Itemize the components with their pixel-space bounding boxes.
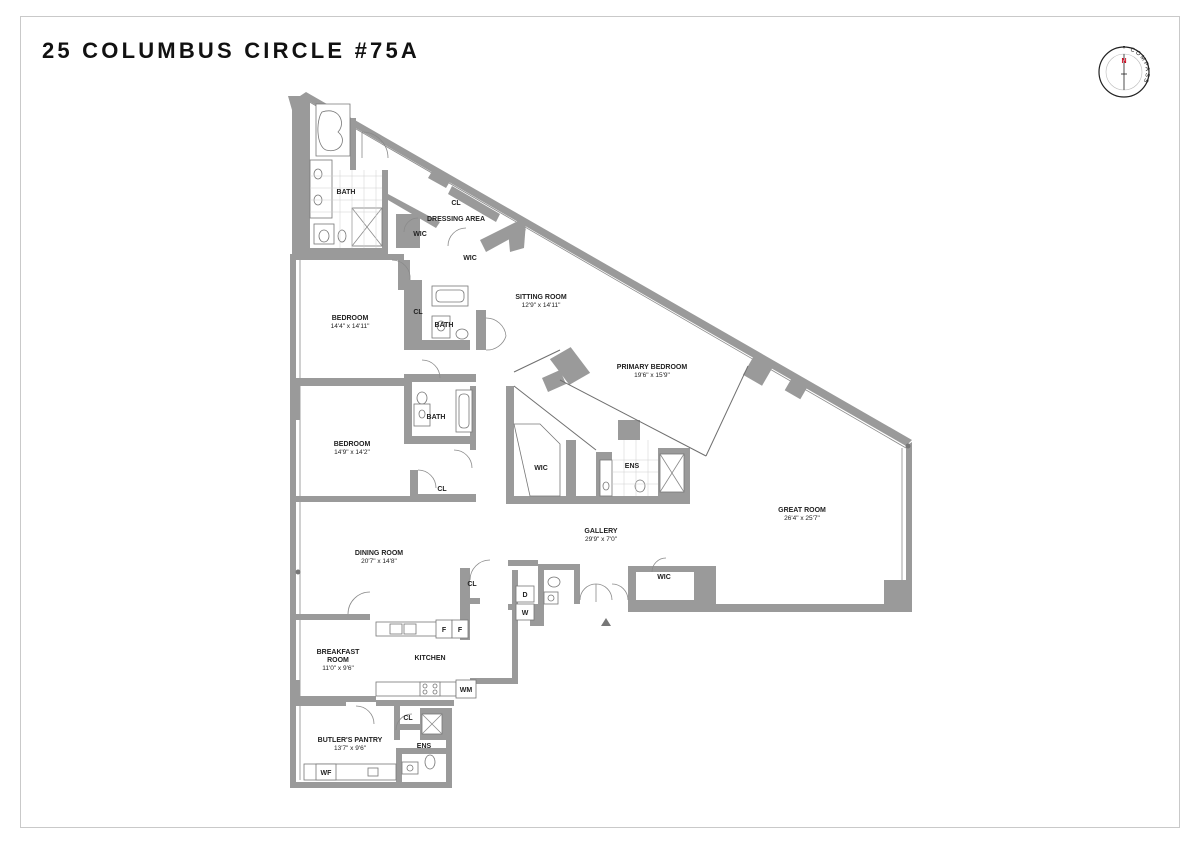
label-sitting-room: SITTING ROOM xyxy=(515,294,567,301)
dims-butlers-pantry: 13'7" x 9'6" xyxy=(334,745,367,752)
label-bedroom-1: BEDROOM xyxy=(332,315,369,322)
label-cl-pantry: CL xyxy=(403,715,413,722)
label-bath-bedroom-1: BATH xyxy=(435,322,454,329)
listing-title: 25 COLUMBUS CIRCLE #75A xyxy=(42,38,420,63)
label-wic-primary: WIC xyxy=(534,465,548,472)
label-cl-bedroom-1: CL xyxy=(413,309,423,316)
label-wic-dressing-2: WIC xyxy=(463,255,477,262)
label-dryer: D xyxy=(522,592,527,599)
label-wall-microwave: WM xyxy=(460,687,473,694)
label-bedroom-2: BEDROOM xyxy=(334,441,371,448)
dims-bedroom-2: 14'9" x 14'2" xyxy=(334,449,370,456)
dims-breakfast-room: 11'0" x 9'6" xyxy=(322,665,354,672)
label-bath-bedroom-2: BATH xyxy=(427,414,446,421)
label-butlers-pantry: BUTLER'S PANTRY xyxy=(318,737,383,744)
label-wine-fridge: WF xyxy=(321,770,333,777)
label-dining-room: DINING ROOM xyxy=(355,550,403,557)
dims-gallery: 29'9" x 7'0" xyxy=(585,536,618,543)
label-cl-bedroom-2: CL xyxy=(437,486,447,493)
label-breakfast-room-line1: BREAKFAST xyxy=(317,649,361,656)
label-wic-gallery: WIC xyxy=(657,574,671,581)
label-kitchen: KITCHEN xyxy=(414,655,445,662)
label-ens-primary: ENS xyxy=(625,463,640,470)
plan-frame xyxy=(20,16,1180,828)
dims-bedroom-1: 14'4" x 14'11" xyxy=(331,323,370,330)
label-breakfast-room-line2: ROOM xyxy=(327,657,349,664)
interior-walls xyxy=(296,96,749,782)
label-ens-pantry: ENS xyxy=(417,743,432,750)
label-dressing-area: DRESSING AREA xyxy=(427,216,485,223)
label-great-room: GREAT ROOM xyxy=(778,507,826,514)
exterior-walls xyxy=(288,92,912,788)
compass-north-label: N xyxy=(1121,58,1126,65)
room-labels: BATH DRESSING AREA CL WIC WIC BEDROOM 14… xyxy=(317,189,826,777)
label-fridge-1: F xyxy=(442,627,447,634)
label-fridge-2: F xyxy=(458,627,463,634)
fixtures xyxy=(295,103,911,781)
compass-icon: N COMPASS xyxy=(1098,46,1150,98)
dims-sitting-room: 12'9" x 14'11" xyxy=(522,302,561,309)
label-wic-dressing-1: WIC xyxy=(413,231,427,238)
label-cl-dressing: CL xyxy=(451,200,461,207)
label-cl-gallery: CL xyxy=(467,581,477,588)
dims-primary-bedroom: 19'6" x 15'9" xyxy=(634,372,670,379)
label-gallery: GALLERY xyxy=(584,528,618,535)
dims-dining-room: 20'7" x 14'8" xyxy=(361,558,397,565)
label-primary-bedroom: PRIMARY BEDROOM xyxy=(617,364,688,371)
label-washer: W xyxy=(522,610,529,617)
label-bath-top: BATH xyxy=(337,189,356,196)
dims-great-room: 26'4" x 25'7" xyxy=(784,515,820,522)
